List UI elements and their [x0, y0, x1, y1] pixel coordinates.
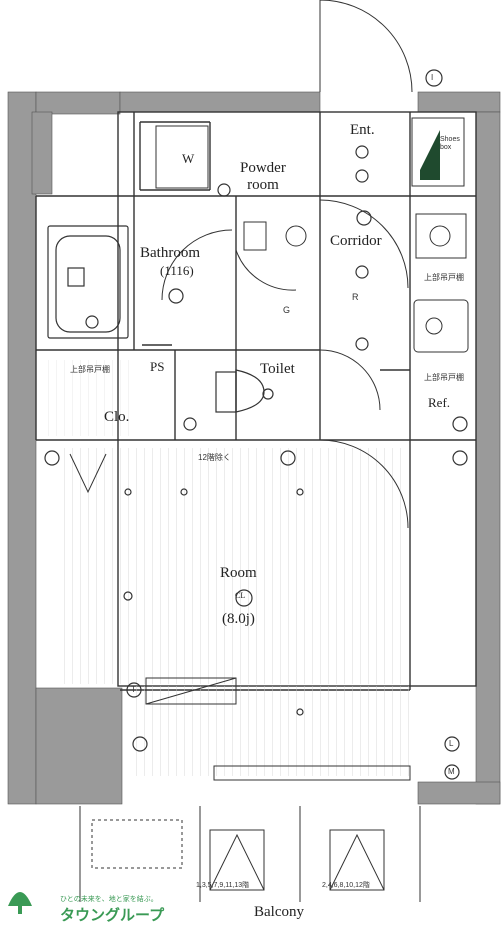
intercom-symbol: I	[431, 73, 434, 82]
vanity-sink	[243, 221, 307, 251]
tv-symbol: T	[131, 685, 136, 694]
bathtub	[47, 225, 129, 339]
label-closet: Clo.	[104, 409, 130, 425]
stove-burner	[429, 225, 451, 247]
note-upper-cabinet-kitchen: 上部吊戸棚	[424, 273, 464, 282]
label-washer: W	[182, 151, 195, 166]
gas-symbol: G	[283, 305, 291, 315]
note-upper-cabinet: 上部吊戸棚	[70, 365, 110, 374]
note-window: 12階除く	[198, 453, 231, 462]
label-room-size: (8.0j)	[222, 611, 255, 627]
kitchen-sink	[413, 299, 469, 353]
label-bathroom-size: (1116)	[160, 263, 194, 278]
logo-company: タウングループ	[60, 907, 165, 924]
doors	[161, 0, 413, 529]
window	[213, 765, 411, 781]
remote-symbol: R	[352, 292, 359, 302]
lan-symbol: L	[449, 739, 454, 748]
closet-floor	[44, 360, 134, 436]
label-entrance: Ent.	[350, 122, 375, 138]
note-upper-cabinet-ref: 上部吊戸棚	[424, 373, 464, 382]
logo-tagline: ひとの未来を、地と家を結ぶ。	[60, 896, 158, 903]
label-refrigerator: Ref.	[428, 395, 451, 410]
label-shoe-box: Shoes box	[440, 136, 460, 151]
label-room: Room	[220, 565, 257, 581]
exterior-walls	[7, 91, 501, 805]
stove	[415, 213, 467, 259]
label-balcony: Balcony	[254, 904, 304, 920]
closet-door	[69, 453, 107, 494]
note-balcony-right: 2,4,6,8,10,12階	[322, 882, 370, 889]
balcony	[79, 806, 421, 902]
ac-unit	[145, 677, 237, 705]
note-balcony-left: 1,3,5,7,9,11,13階	[196, 882, 250, 889]
label-corridor: Corridor	[330, 233, 382, 249]
label-toilet: Toilet	[260, 361, 295, 377]
label-ceiling-light: CL	[235, 591, 246, 600]
room-floor-lower	[130, 686, 410, 776]
label-pipe-space: PS	[150, 359, 165, 374]
washer-area	[155, 125, 209, 189]
multimedia-symbol: M	[448, 767, 455, 776]
shoe-box	[411, 117, 465, 187]
room-floor	[58, 448, 408, 684]
company-logo-icon	[8, 892, 32, 914]
toilet-fixture	[215, 369, 265, 413]
label-powder-room: Powder room	[240, 160, 286, 193]
shoe-box-dark	[420, 130, 440, 180]
label-bathroom: Bathroom	[140, 245, 200, 261]
fixture-symbols	[44, 69, 468, 780]
